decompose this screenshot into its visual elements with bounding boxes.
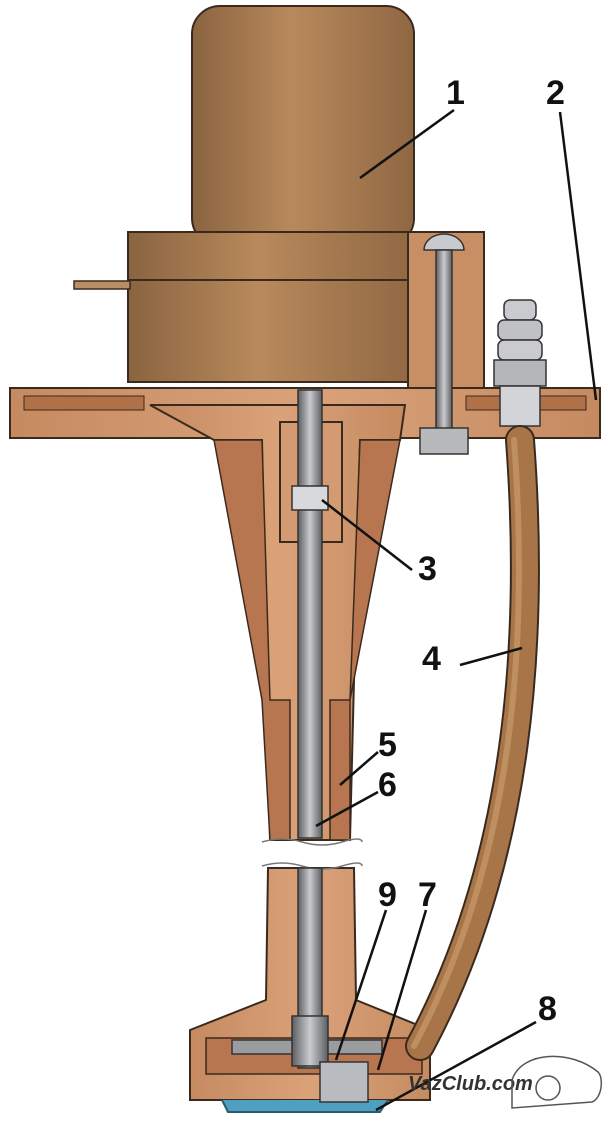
callout-5: 5	[378, 726, 397, 764]
callout-4: 4	[422, 640, 441, 678]
drive-shaft	[291, 389, 329, 1069]
valve-7	[319, 1061, 369, 1103]
watermark: VazClub.com	[408, 1055, 603, 1109]
hose	[405, 425, 540, 1061]
callout-6: 6	[378, 766, 397, 804]
shaft-coupling	[291, 485, 329, 511]
callout-3: 3	[418, 550, 437, 588]
callout-7: 7	[418, 876, 437, 914]
callout-9: 9	[378, 876, 397, 914]
impeller	[231, 1015, 383, 1067]
callout-8: 8	[538, 990, 557, 1028]
callout-labels: 1 2 3 4 5 6 7 8 9	[378, 74, 565, 1028]
leader-lines	[315, 108, 598, 1112]
break-gap	[261, 838, 363, 870]
callout-1: 1	[446, 74, 465, 112]
electric-motor	[73, 5, 419, 383]
outlet-nipple	[493, 299, 547, 427]
car-logo-icon	[511, 1055, 603, 1109]
mounting-bolt	[419, 233, 469, 455]
watermark-text: VazClub.com	[408, 1073, 533, 1095]
callout-2: 2	[546, 74, 565, 112]
